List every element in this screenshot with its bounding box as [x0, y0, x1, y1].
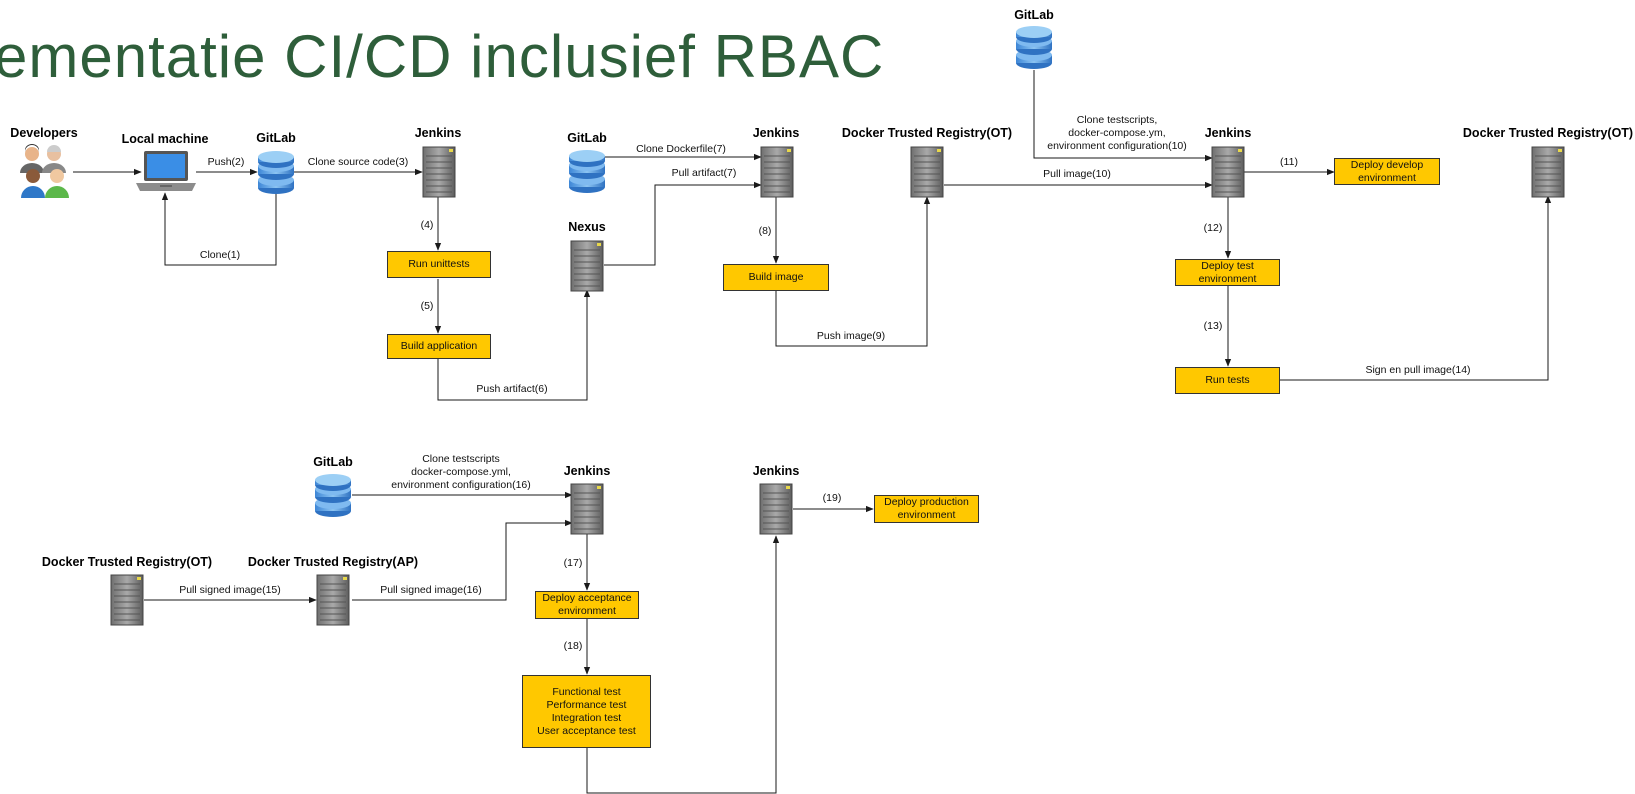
- server-icon: [316, 574, 350, 626]
- edge-label-clone-testscripts-10: Clone testscripts, docker-compose.ym, en…: [1046, 114, 1188, 153]
- server-icon: [1531, 146, 1565, 198]
- node-label-docker-trusted-registry-ot: Docker Trusted Registry(OT): [841, 126, 1013, 140]
- edge-label-step5: (5): [419, 300, 435, 313]
- node-label-jenkins: Jenkins: [752, 126, 800, 140]
- edge-label-step4: (4): [419, 219, 435, 232]
- server-icon: [1211, 146, 1245, 198]
- deploy-test-box: Deploy test environment: [1175, 259, 1280, 286]
- deploy-develop-box: Deploy develop environment: [1334, 158, 1440, 185]
- database-icon: [1016, 26, 1052, 69]
- edge-label-pull-signed-15: Pull signed image(15): [178, 584, 282, 597]
- edge-label-step19: (19): [821, 492, 843, 505]
- server-icon: [760, 146, 794, 198]
- edge-clone: [161, 192, 277, 266]
- build-image-box: Build image: [723, 264, 829, 291]
- page-title: ementatie CI/CD inclusief RBAC: [0, 23, 885, 90]
- edge-label-step11: (11): [1279, 156, 1299, 169]
- server-icon: [759, 483, 793, 535]
- edge-label-step17: (17): [562, 557, 584, 570]
- edge-label-step13: (13): [1202, 320, 1224, 333]
- node-label-developers: Developers: [10, 126, 78, 140]
- edge-label-pull-signed-16: Pull signed image(16): [379, 584, 483, 597]
- edge-label-clone-source: Clone source code(3): [306, 156, 410, 169]
- edge-to-production: [586, 535, 780, 794]
- edge-label-step12: (12): [1202, 222, 1224, 235]
- database-icon: [569, 150, 605, 193]
- edge-push-image: [775, 196, 931, 347]
- edge-label-clone-testscripts-16: Clone testscripts docker-compose.yml, en…: [390, 453, 532, 492]
- edge-label-pull-artifact: Pull artifact(7): [670, 167, 738, 180]
- edge-label-sign-pull: Sign en pull image(14): [1364, 364, 1472, 377]
- deploy-production-box: Deploy production environment: [874, 495, 979, 523]
- edge-clone-testscripts-10: [1033, 70, 1213, 162]
- database-icon: [258, 151, 294, 194]
- run-unittests-box: Run unittests: [387, 251, 491, 278]
- server-icon: [110, 574, 144, 626]
- node-label-docker-trusted-registry-ot: Docker Trusted Registry(OT): [41, 555, 213, 569]
- edge-label-pull-image: Pull image(10): [1042, 168, 1112, 181]
- edge-label-push: Push(2): [206, 156, 246, 169]
- node-label-jenkins: Jenkins: [414, 126, 462, 140]
- node-label-gitlab: GitLab: [313, 455, 353, 469]
- node-label-jenkins: Jenkins: [1204, 126, 1252, 140]
- deploy-acceptance-box: Deploy acceptance environment: [535, 591, 639, 619]
- database-icon: [315, 474, 351, 517]
- build-application-box: Build application: [387, 334, 491, 359]
- server-icon: [422, 146, 456, 198]
- server-icon: [910, 146, 944, 198]
- edge-label-push-image: Push image(9): [815, 330, 887, 343]
- node-label-docker-trusted-registry-ot: Docker Trusted Registry(OT): [1462, 126, 1634, 140]
- edge-label-clone-dockerfile: Clone Dockerfile(7): [635, 143, 727, 156]
- node-label-docker-trusted-registry-ap: Docker Trusted Registry(AP): [247, 555, 419, 569]
- edge-sign-pull: [1280, 195, 1552, 381]
- edge-label-step18: (18): [562, 640, 584, 653]
- developers-icon: [20, 144, 69, 198]
- node-label-gitlab: GitLab: [1014, 8, 1054, 22]
- node-label-local-machine: Local machine: [121, 132, 209, 146]
- node-label-nexus: Nexus: [568, 220, 606, 234]
- node-label-jenkins: Jenkins: [563, 464, 611, 478]
- acceptance-tests-box: Functional test Performance test Integra…: [522, 675, 651, 748]
- laptop-icon: [136, 151, 196, 191]
- edge-label-push-artifact: Push artifact(6): [475, 383, 549, 396]
- edge-pull-signed-16: [352, 519, 573, 601]
- edge-pull-artifact: [604, 181, 762, 266]
- edge-label-clone: Clone(1): [198, 249, 242, 262]
- node-label-gitlab: GitLab: [567, 131, 607, 145]
- server-icon: [570, 483, 604, 535]
- server-icon: [570, 240, 604, 292]
- node-label-gitlab: GitLab: [256, 131, 296, 145]
- edge-label-step8: (8): [757, 225, 773, 238]
- run-tests-box: Run tests: [1175, 367, 1280, 394]
- edge-push-artifact: [437, 289, 591, 401]
- node-label-jenkins: Jenkins: [752, 464, 800, 478]
